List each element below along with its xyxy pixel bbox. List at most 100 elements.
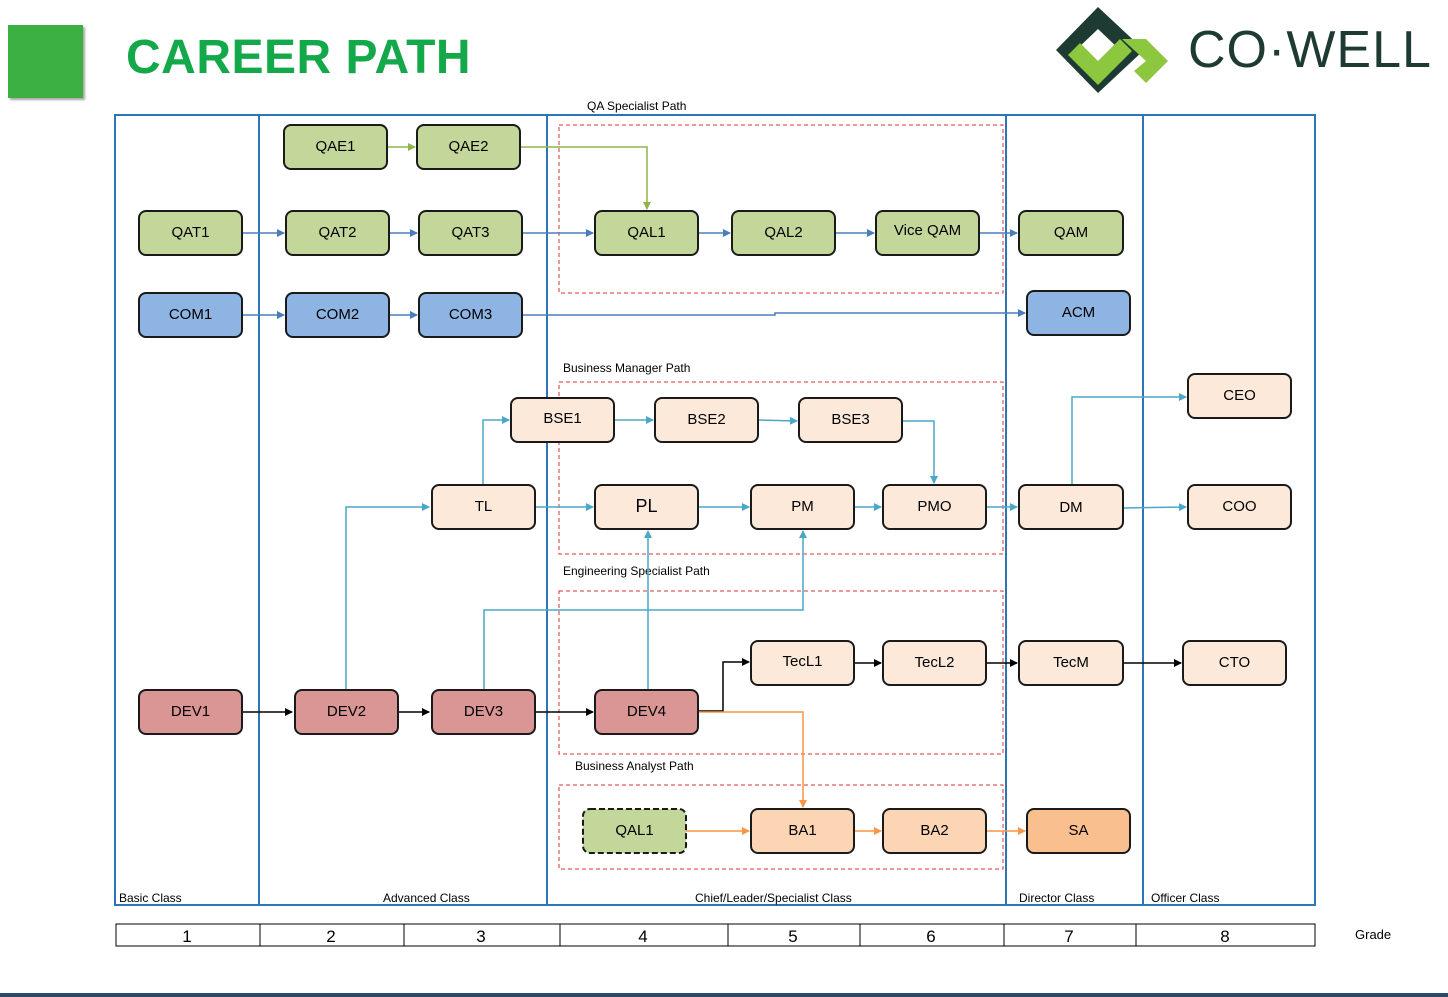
node-pl: PL <box>594 484 699 530</box>
arrow-tl-bse1 <box>482 416 510 485</box>
node-dev3: DEV3 <box>431 689 536 735</box>
node-label: BA1 <box>788 822 816 839</box>
node-qat1: QAT1 <box>138 210 243 256</box>
node-cto: CTO <box>1182 640 1287 686</box>
class-label-advanced: Advanced Class <box>383 891 470 905</box>
path-label-bm: Business Manager Path <box>563 361 690 375</box>
node-label: QAE1 <box>315 138 355 155</box>
node-label: QAM <box>1054 224 1088 241</box>
node-tl: TL <box>431 484 536 530</box>
node-bse2: BSE2 <box>654 397 759 443</box>
arrow-dev2-tl <box>345 503 430 689</box>
logo-text: CO·WELL <box>1188 21 1432 79</box>
node-sa: SA <box>1026 808 1131 854</box>
node-label: TL <box>475 498 493 515</box>
node-label: COM2 <box>316 306 359 323</box>
header-accent-block <box>8 25 83 98</box>
arrow-bse2-bse3 <box>757 416 798 425</box>
node-vice-qam: Vice QAM <box>875 210 980 256</box>
class-label-director: Director Class <box>1019 891 1094 905</box>
node-ba2: BA2 <box>882 808 987 854</box>
node-dev1: DEV1 <box>138 689 243 735</box>
node-qam: QAM <box>1018 210 1124 256</box>
node-qat3: QAT3 <box>418 210 523 256</box>
grade-7: 7 <box>1064 927 1073 946</box>
grade-3: 3 <box>476 927 485 946</box>
cowell-logo <box>1056 7 1168 93</box>
class-columns <box>114 114 1316 906</box>
node-com2: COM2 <box>285 292 390 338</box>
node-label: ACM <box>1062 304 1095 321</box>
footer-rule <box>0 993 1448 997</box>
node-label: TecL2 <box>914 654 954 671</box>
region-engineering-specialist <box>558 590 1004 755</box>
class-labels: Basic Class Advanced Class Chief/Leader/… <box>119 891 1219 905</box>
node-label: QAT3 <box>451 224 489 241</box>
path-regions <box>558 124 1004 870</box>
node-label: CEO <box>1223 387 1256 404</box>
node-acm: ACM <box>1026 290 1131 336</box>
node-coo: COO <box>1187 484 1292 530</box>
connectors <box>242 143 1187 835</box>
path-label-qa: QA Specialist Path <box>587 99 686 113</box>
node-qat2: QAT2 <box>285 210 390 256</box>
node-tecl2: TecL2 <box>882 640 987 686</box>
grade-8: 8 <box>1220 927 1229 946</box>
node-dev4: DEV4 <box>594 689 699 735</box>
arrow-dev4-tecl1 <box>698 658 750 712</box>
class-label-officer: Officer Class <box>1151 891 1219 905</box>
node-label: COM1 <box>169 306 212 323</box>
node-bse3: BSE3 <box>798 397 903 443</box>
node-label: TecM <box>1053 654 1089 671</box>
node-label: DM <box>1059 499 1082 516</box>
grade-1: 1 <box>182 927 191 946</box>
column-officer <box>1142 114 1316 906</box>
node-label: BA2 <box>920 822 948 839</box>
region-qa-specialist <box>558 124 1004 294</box>
node-label: QAE2 <box>448 138 488 155</box>
node-ba1: BA1 <box>750 808 855 854</box>
node-qae2: QAE2 <box>416 124 521 170</box>
node-label: Vice QAM <box>894 222 961 239</box>
node-tecm: TecM <box>1018 640 1124 686</box>
node-qal1: QAL1 <box>594 210 699 256</box>
node-label: BSE3 <box>831 411 869 428</box>
region-business-analyst <box>558 784 1004 870</box>
node-label: COO <box>1222 498 1256 515</box>
node-ceo: CEO <box>1187 373 1292 419</box>
node-label: PL <box>635 496 657 516</box>
grade-2: 2 <box>326 927 335 946</box>
class-label-chief: Chief/Leader/Specialist Class <box>695 891 852 905</box>
node-label: TecL1 <box>782 653 822 670</box>
node-com1: COM1 <box>138 292 243 338</box>
grade-5: 5 <box>788 927 797 946</box>
node-label: PM <box>791 498 814 515</box>
node-label: QAT1 <box>171 224 209 241</box>
arrow-com3-acm <box>522 309 1026 317</box>
node-label: QAL2 <box>764 224 802 241</box>
nodes: QAE1 QAE2 QAT1 QAT2 QAT3 QAL1 QAL2 Vice … <box>138 124 1292 854</box>
arrow-dev4-ba1 <box>698 711 807 808</box>
node-label: PMO <box>917 498 951 515</box>
node-label: COM3 <box>449 306 492 323</box>
node-dm: DM <box>1018 484 1124 530</box>
node-label: DEV4 <box>627 703 666 720</box>
grade-6: 6 <box>926 927 935 946</box>
class-label-basic: Basic Class <box>119 891 182 905</box>
node-qae1: QAE1 <box>283 124 388 170</box>
node-qal2: QAL2 <box>731 210 836 256</box>
node-tecl1: TecL1 <box>750 640 855 686</box>
node-label: BSE1 <box>543 410 581 427</box>
arrow-bse3-pmo <box>902 420 938 484</box>
arrow-dm-ceo <box>1071 393 1187 485</box>
node-bse1: BSE1 <box>510 397 615 443</box>
grade-bar: 1 2 3 4 5 6 7 8 Grade <box>115 923 1391 947</box>
node-label: DEV3 <box>464 703 503 720</box>
node-com3: COM3 <box>418 292 523 338</box>
node-label: SA <box>1068 822 1088 839</box>
arrow-dev3-pm <box>483 530 807 689</box>
arrow-qae2-qal1 <box>520 146 651 210</box>
path-label-ba: Business Analyst Path <box>575 759 694 773</box>
node-label: QAT2 <box>318 224 356 241</box>
